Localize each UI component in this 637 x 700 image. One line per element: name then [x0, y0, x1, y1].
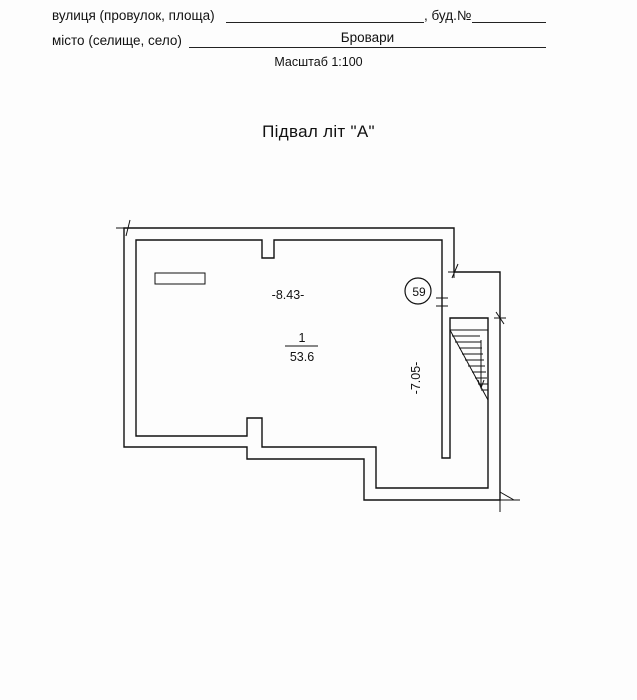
city-value: Бровари	[340, 30, 395, 45]
width-dimension: -8.43-	[272, 288, 305, 302]
outer-wall	[123, 227, 501, 501]
city-label: місто (селище, село)	[52, 33, 182, 48]
street-underline	[226, 6, 424, 23]
building-label: , буд.№	[424, 8, 472, 23]
city-underline	[189, 31, 546, 48]
staircase	[449, 329, 489, 401]
marker-number: 59	[412, 285, 426, 299]
marker-circle	[404, 277, 432, 305]
plan-title: Підвал літ "А"	[262, 122, 375, 141]
street-label: вулиця (провулок, площа)	[52, 8, 215, 23]
inner-wall	[135, 239, 489, 489]
building-underline	[472, 6, 546, 23]
dimension-ticks	[116, 219, 520, 512]
length-dimension: -7.05-	[409, 362, 423, 395]
room-area: 53.6	[290, 350, 314, 364]
scale-label: Масштаб 1:100	[274, 55, 363, 69]
window-rect	[154, 272, 206, 285]
room-number: 1	[299, 331, 306, 345]
